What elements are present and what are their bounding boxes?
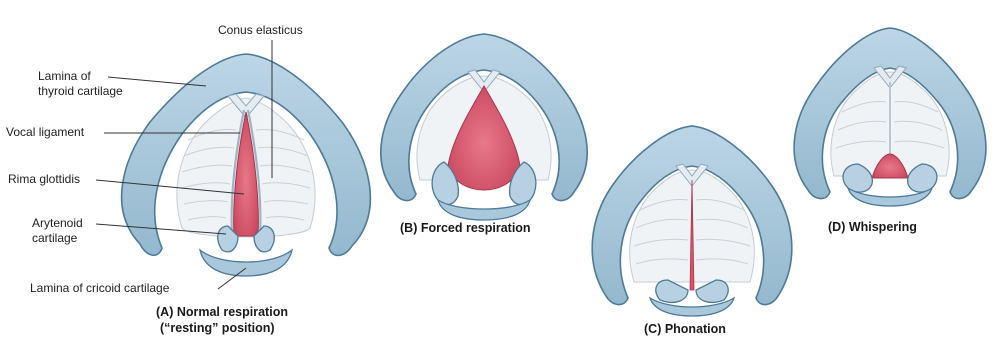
panel-b-larynx [381, 34, 587, 220]
caption-b: (B) Forced respiration [400, 221, 531, 235]
panel-d-larynx [794, 28, 986, 206]
label-lamina-cricoid: Lamina of cricoid cartilage [30, 281, 170, 295]
label-arytenoid-2: cartilage [32, 231, 78, 245]
caption-d: (D) Whispering [828, 220, 917, 234]
label-lamina-thyroid-2: thyroid cartilage [38, 84, 123, 98]
caption-a-line1: (A) Normal respiration [156, 305, 288, 319]
arytenoid-left-c [656, 280, 688, 302]
label-rima-glottidis: Rima glottidis [8, 172, 80, 186]
arytenoid-right-c [696, 280, 728, 302]
label-conus-elasticus: Conus elasticus [218, 23, 303, 37]
panel-a-larynx [122, 54, 371, 276]
panel-c-larynx [592, 126, 792, 316]
label-lamina-thyroid-1: Lamina of [38, 69, 91, 83]
caption-c: (C) Phonation [644, 322, 726, 336]
label-vocal-ligament: Vocal ligament [6, 125, 85, 139]
caption-a-line2: (“resting” position) [160, 321, 275, 335]
cricoid-lamina-a [200, 250, 292, 276]
label-arytenoid-1: Arytenoid [32, 216, 83, 230]
